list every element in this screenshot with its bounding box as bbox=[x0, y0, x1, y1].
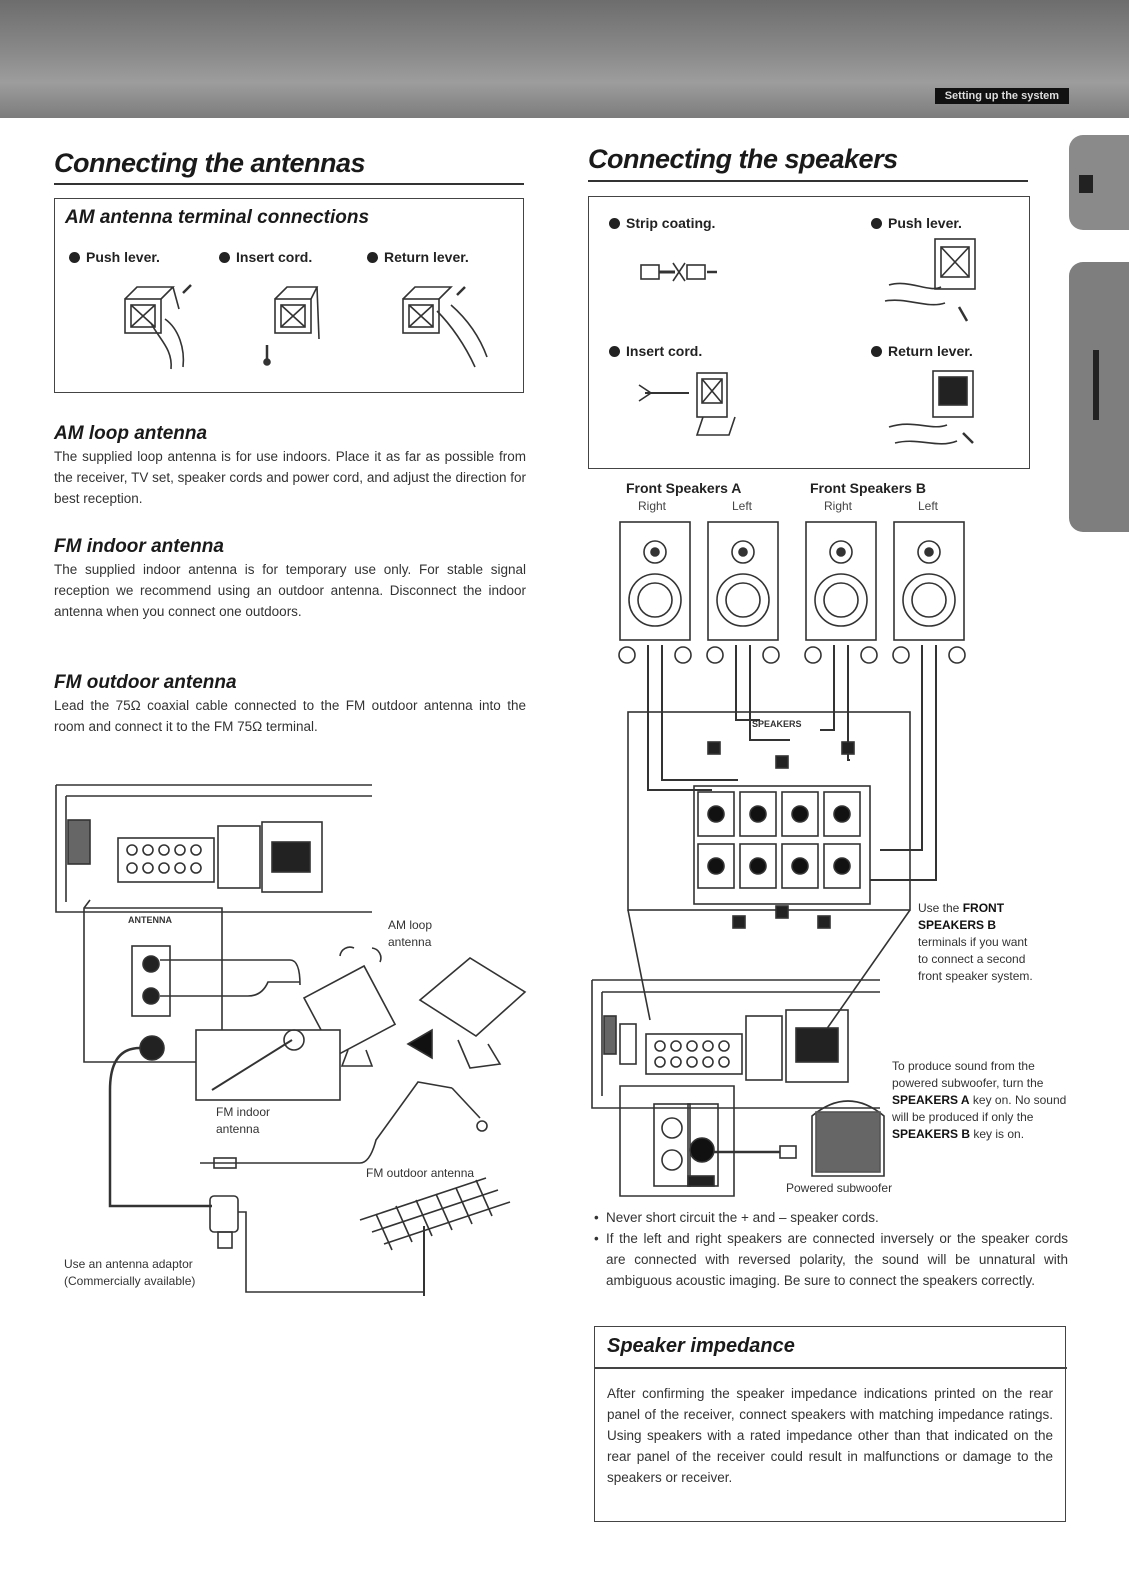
subwoofer-note-p2: key on. No sound will be produced if onl… bbox=[892, 1093, 1067, 1124]
speakers-title: Connecting the speakers bbox=[588, 144, 898, 174]
am-terminal-box: AM antenna terminal connections Push lev… bbox=[54, 198, 524, 393]
front-a-left-label: Left bbox=[732, 499, 753, 513]
front-b-left-label: Left bbox=[918, 499, 939, 513]
antennas-title-rule bbox=[54, 183, 524, 185]
front-b-note-prefix: Use the bbox=[918, 901, 960, 915]
front-b-label: Front Speakers B bbox=[810, 480, 926, 496]
am-loop-label: AM loop antenna bbox=[388, 918, 433, 949]
front-b-right-label: Right bbox=[824, 499, 853, 513]
speaker-terminal-label: SPEAKERS bbox=[752, 719, 802, 729]
fm-indoor-label: FM indoor antenna bbox=[216, 1105, 271, 1136]
speaker-cautions: Never short circuit the + and – speaker … bbox=[594, 1207, 1068, 1291]
subwoofer-note-p1: To produce sound from the powered subwoo… bbox=[892, 1059, 1044, 1090]
speaker-step-4: Return lever. bbox=[871, 343, 973, 359]
antenna-panel-label: ANTENNA bbox=[128, 915, 172, 925]
front-a-label: Front Speakers A bbox=[626, 480, 742, 496]
am-step-3: Return lever. bbox=[367, 249, 469, 265]
side-tab-section bbox=[1069, 262, 1129, 532]
am-loop-heading: AM loop antenna bbox=[54, 423, 208, 444]
step-bullet-icon bbox=[219, 251, 230, 263]
speaker-lever-illustrations bbox=[638, 238, 976, 445]
step-bullet-icon bbox=[609, 345, 620, 357]
am-lever-illustrations bbox=[124, 284, 488, 370]
am-loop-text: The supplied loop antenna is for use ind… bbox=[54, 449, 526, 506]
front-b-note: Use the FRONT SPEAKERS B terminals if yo… bbox=[918, 900, 1038, 985]
step-bullet-icon bbox=[871, 217, 882, 229]
caution-item: If the left and right speakers are conne… bbox=[594, 1228, 1068, 1291]
step-bullet-icon bbox=[69, 251, 80, 263]
subwoofer-label: Powered subwoofer bbox=[786, 1181, 893, 1195]
impedance-box: Speaker impedance After confirming the s… bbox=[594, 1326, 1067, 1522]
speakers-title-rule bbox=[588, 180, 1028, 182]
step-bullet-icon bbox=[609, 217, 620, 229]
section-bar bbox=[1093, 350, 1099, 420]
fm-indoor-heading: FM indoor antenna bbox=[54, 536, 224, 557]
speaker-step-2-label: Push lever. bbox=[888, 215, 962, 231]
front-b-note-suffix: terminals if you want to connect a secon… bbox=[918, 935, 1033, 983]
fm-indoor-text: The supplied indoor antenna is for tempo… bbox=[54, 562, 526, 619]
speaker-steps-box: Strip coating. Push lever. Insert cord. … bbox=[588, 196, 1030, 469]
front-a-right-label: Right bbox=[638, 499, 667, 513]
speaker-step-1: Strip coating. bbox=[609, 215, 715, 231]
am-step-1-label: Push lever. bbox=[86, 249, 160, 265]
side-tab-chapter bbox=[1069, 135, 1129, 230]
speaker-step-3-label: Insert cord. bbox=[626, 343, 703, 359]
impedance-title: Speaker impedance bbox=[607, 1335, 795, 1357]
adaptor-label: Use an antenna adaptor (Commercially ava… bbox=[64, 1257, 196, 1288]
am-step-3-label: Return lever. bbox=[384, 249, 469, 265]
chapter-mark bbox=[1079, 175, 1093, 193]
am-step-2: Insert cord. bbox=[219, 249, 312, 265]
subwoofer-note: To produce sound from the powered subwoo… bbox=[892, 1058, 1068, 1143]
am-box-title: AM antenna terminal connections bbox=[65, 207, 370, 228]
header-band: Setting up the system bbox=[0, 0, 1129, 118]
speaker-step-3: Insert cord. bbox=[609, 343, 702, 359]
subwoofer-note-b2: SPEAKERS B bbox=[892, 1127, 971, 1141]
fm-outdoor-label: FM outdoor antenna bbox=[366, 1166, 475, 1180]
subwoofer-note-p3: key is on. bbox=[973, 1127, 1025, 1141]
fm-outdoor-heading: FM outdoor antenna bbox=[54, 672, 237, 693]
front-b-note-bold: FRONT SPEAKERS B bbox=[918, 901, 1005, 932]
header-label: Setting up the system bbox=[934, 88, 1069, 104]
fm-outdoor-text: Lead the 75Ω coaxial cable connected to … bbox=[54, 698, 526, 734]
impedance-divider bbox=[595, 1367, 1067, 1369]
step-bullet-icon bbox=[871, 345, 882, 357]
speaker-step-2: Push lever. bbox=[871, 215, 962, 231]
step-bullet-icon bbox=[367, 251, 378, 263]
caution-item: Never short circuit the + and – speaker … bbox=[594, 1207, 1068, 1228]
speaker-step-1-label: Strip coating. bbox=[626, 215, 716, 231]
subwoofer-note-b1: SPEAKERS A bbox=[892, 1093, 970, 1107]
am-step-1: Push lever. bbox=[69, 249, 160, 265]
antennas-title: Connecting the antennas bbox=[54, 148, 366, 178]
impedance-text: After confirming the speaker impedance i… bbox=[607, 1386, 1053, 1485]
speaker-step-4-label: Return lever. bbox=[888, 343, 973, 359]
am-step-2-label: Insert cord. bbox=[236, 249, 313, 265]
